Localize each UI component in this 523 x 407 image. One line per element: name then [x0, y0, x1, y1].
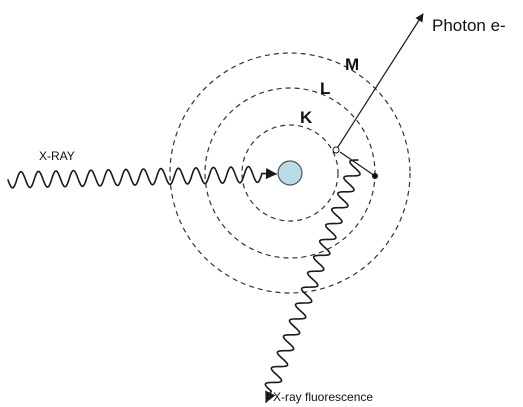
- fluorescence-wave: [264, 159, 361, 404]
- incoming-xray-wave: [7, 165, 278, 189]
- shell-k-orbit: [241, 124, 339, 222]
- photoelectron-arrow: [335, 13, 424, 151]
- fluorescence-label: X-ray fluorescence: [273, 390, 373, 404]
- shell-k-label: K: [300, 108, 313, 127]
- shell-m-label: M: [345, 55, 359, 74]
- electron-transition-line: [339, 151, 376, 177]
- l-shell-electron: [372, 173, 378, 179]
- xray-label: X-RAY: [39, 149, 75, 163]
- shell-m-orbit: [169, 52, 411, 294]
- nucleus: [277, 160, 303, 186]
- shell-l-label: L: [320, 79, 330, 98]
- k-shell-vacancy: [332, 146, 340, 154]
- photon-label: Photon e-: [432, 16, 506, 35]
